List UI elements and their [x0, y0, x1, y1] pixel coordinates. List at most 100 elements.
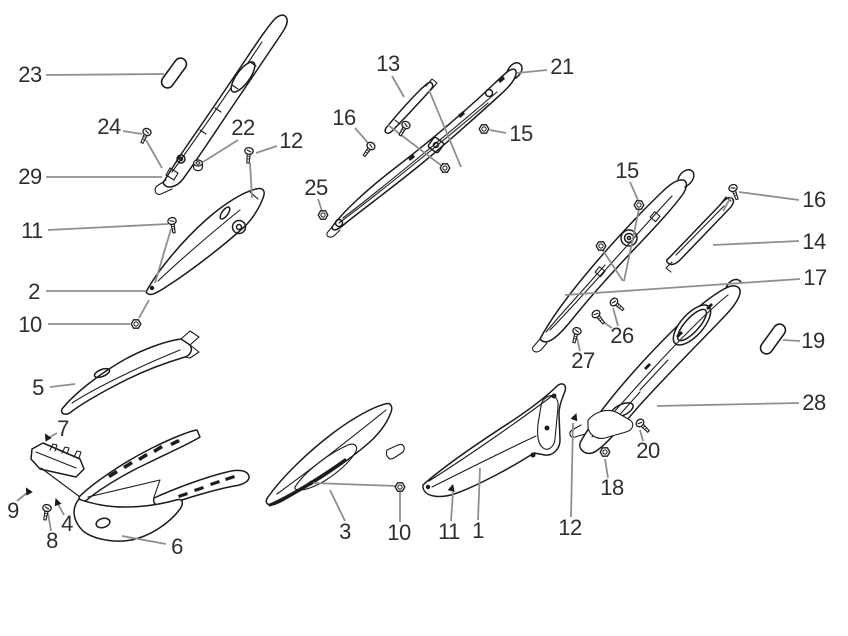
leader-line-18: [604, 458, 609, 479]
part-underseat-panel-left: [265, 402, 405, 507]
leader-line-11: [47, 223, 169, 231]
leader-line-7: [49, 432, 58, 438]
callout-label-21: 21: [550, 54, 574, 79]
nut-icon: [595, 241, 607, 251]
callout-label-14: 14: [802, 229, 826, 254]
callout-label-13: 13: [376, 51, 400, 76]
callout-label-26: 26: [610, 323, 634, 348]
callout-label-20: 20: [636, 438, 660, 463]
screw-icon: [569, 325, 583, 345]
reference-lines: [138, 89, 732, 487]
leader-line-16: [738, 191, 800, 201]
leader-line-21: [516, 69, 548, 74]
reference-line: [249, 162, 253, 199]
callout-label-28: 28: [802, 390, 826, 415]
part-side-cover-right: [569, 278, 742, 455]
nut-icon: [633, 200, 645, 210]
part-lower-trim-panel-left: [60, 330, 200, 415]
leader-line-1: [477, 467, 481, 521]
leader-line-23: [45, 73, 165, 76]
callout-label-16: 16: [802, 187, 826, 212]
leader-line-26: [612, 307, 619, 327]
callout-label-12: 12: [558, 515, 582, 540]
part-support-bracket: [665, 196, 735, 273]
part-underseat-panel-right: [422, 383, 567, 498]
callout-label-10: 10: [18, 312, 42, 337]
leader-line-11: [450, 491, 454, 522]
callout-label-6: 6: [171, 534, 183, 559]
screw-icon: [360, 140, 378, 159]
leader-line-5: [49, 383, 76, 388]
grommet-icon: [193, 159, 203, 172]
leader-line-22: [202, 139, 239, 163]
capsule-icon: [757, 320, 789, 358]
screw-icon: [608, 295, 627, 314]
part-upper-left-spine-panel: [154, 14, 288, 195]
nut-icon: [478, 124, 490, 134]
leader-line-25: [317, 198, 323, 212]
callout-label-3: 3: [339, 519, 351, 544]
callout-label-4: 4: [61, 511, 73, 536]
leader-line-27: [576, 337, 581, 352]
reference-line: [154, 228, 172, 284]
callout-label-23: 23: [18, 62, 42, 87]
callout-label-25: 25: [304, 175, 328, 200]
reference-line: [601, 248, 624, 282]
leader-line-14: [712, 240, 800, 246]
part-rear-spoiler: [326, 62, 523, 238]
callout-label-15: 15: [509, 121, 533, 146]
callout-label-19: 19: [801, 328, 825, 353]
leader-line-20: [639, 429, 644, 442]
callout-label-22: 22: [231, 115, 255, 140]
callout-label-10: 10: [387, 520, 411, 545]
leader-line-15: [629, 181, 639, 201]
leader-line-9: [16, 491, 29, 502]
reference-line: [623, 208, 640, 282]
callout-label-18: 18: [600, 475, 624, 500]
leader-line-4: [57, 503, 65, 516]
leader-line-24: [122, 130, 143, 135]
callout-label-7: 7: [57, 416, 69, 441]
screw-icon: [137, 126, 153, 146]
part-trim-strip: [384, 78, 438, 134]
screw-icon: [166, 216, 179, 235]
callout-label-16: 16: [332, 105, 356, 130]
nut-icon: [317, 210, 329, 220]
dart-icon: [570, 411, 580, 422]
callout-label-24: 24: [97, 114, 121, 139]
leader-line-19: [782, 339, 801, 342]
leader-line-17: [564, 278, 801, 296]
part-front-fairing: [73, 429, 250, 542]
leader-line-3: [329, 489, 346, 522]
leader-line-16: [354, 127, 370, 145]
part-rear-side-panel-left: [145, 187, 265, 296]
reference-line: [428, 89, 462, 168]
leader-line-12: [255, 145, 278, 154]
callout-label-11: 11: [21, 218, 43, 243]
reference-line: [387, 124, 443, 167]
callout-label-11: 11: [438, 519, 460, 544]
callout-label-9: 9: [7, 498, 19, 523]
callout-label-27: 27: [571, 348, 595, 373]
leader-lines: [16, 69, 801, 545]
callout-label-15: 15: [615, 158, 639, 183]
callout-label-12: 12: [279, 128, 303, 153]
screw-icon: [243, 146, 255, 164]
leader-line-15: [489, 129, 507, 134]
callout-label-5: 5: [32, 375, 44, 400]
leader-line-12: [570, 422, 574, 518]
reference-line: [312, 482, 397, 487]
dart-icon: [52, 496, 62, 507]
reference-line: [722, 196, 732, 212]
reference-line: [145, 139, 163, 169]
leader-line-8: [47, 512, 52, 532]
nut-icon: [599, 447, 611, 457]
screw-icon: [633, 416, 653, 436]
leader-line-28: [656, 402, 800, 407]
screw-icon: [40, 503, 53, 522]
leader-line-6: [121, 535, 167, 545]
capsule-icon: [158, 54, 190, 92]
nut-icon: [394, 482, 406, 492]
